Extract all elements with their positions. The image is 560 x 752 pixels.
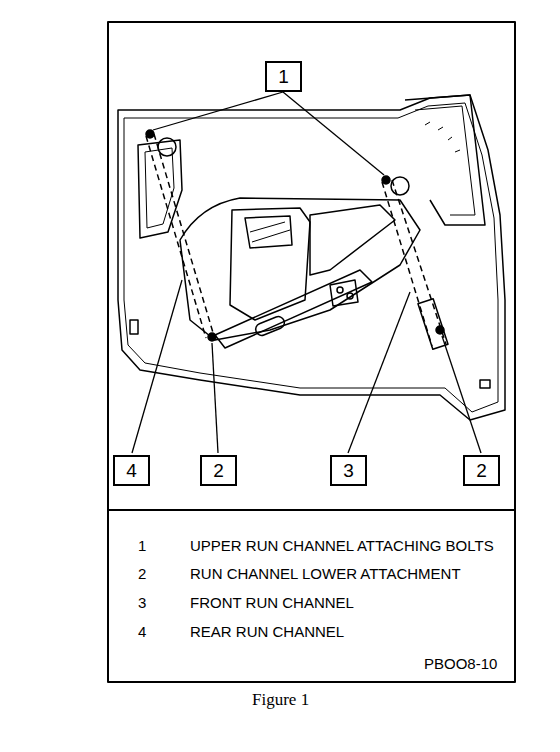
rear-run-channel	[146, 134, 214, 338]
figure-caption: Figure 1	[252, 690, 309, 710]
callout-box: 3	[330, 455, 367, 486]
figure-code: PBOO8-10	[424, 656, 497, 673]
legend-number: 1	[138, 538, 146, 555]
legend-text: REAR RUN CHANNEL	[190, 624, 344, 641]
upper-bolt	[146, 130, 154, 138]
legend-text: RUN CHANNEL LOWER ATTACHMENT	[190, 566, 461, 583]
regulator-hatch	[250, 222, 290, 242]
callout-box: 1	[265, 61, 302, 92]
lower-attachment	[436, 326, 444, 334]
motor-bolt	[337, 287, 343, 293]
motor-bracket	[330, 280, 358, 306]
window-frame	[405, 95, 485, 225]
callout-number: 3	[343, 461, 354, 480]
motor-bolt	[347, 293, 353, 299]
legend-text: UPPER RUN CHANNEL ATTACHING BOLTS	[190, 538, 494, 555]
arm-slot	[254, 315, 286, 337]
callout-box: 2	[463, 455, 500, 486]
callout-number: 4	[126, 461, 137, 480]
legend-number: 4	[138, 624, 146, 641]
upper-bracket	[310, 205, 395, 275]
upper-bolt	[382, 176, 390, 184]
door-panel	[118, 95, 505, 420]
lower-attachment	[208, 333, 216, 341]
legend-number: 3	[138, 595, 146, 612]
legend-text: FRONT RUN CHANNEL	[190, 595, 354, 612]
regulator-arm	[215, 270, 372, 348]
leader-lines	[132, 92, 481, 453]
legend-number: 2	[138, 566, 146, 583]
channel-grommet	[391, 177, 409, 195]
callout-box: 2	[200, 455, 237, 486]
window-frame-inner	[415, 106, 475, 215]
callout-number: 2	[213, 461, 224, 480]
legend-divider	[108, 509, 515, 511]
front-run-channel	[382, 180, 446, 346]
lower-opening	[180, 198, 420, 340]
regulator-window	[245, 216, 292, 248]
figure-frame	[108, 22, 515, 682]
mirror-mount	[425, 122, 460, 152]
drain-hole	[480, 380, 490, 388]
callout-box: 4	[113, 455, 150, 486]
drain-hole	[130, 320, 138, 334]
callout-number: 2	[476, 461, 487, 480]
regulator-plate	[230, 208, 310, 320]
door-panel-inner	[124, 103, 498, 412]
callout-number: 1	[278, 67, 289, 86]
channel-grommet	[158, 138, 176, 156]
